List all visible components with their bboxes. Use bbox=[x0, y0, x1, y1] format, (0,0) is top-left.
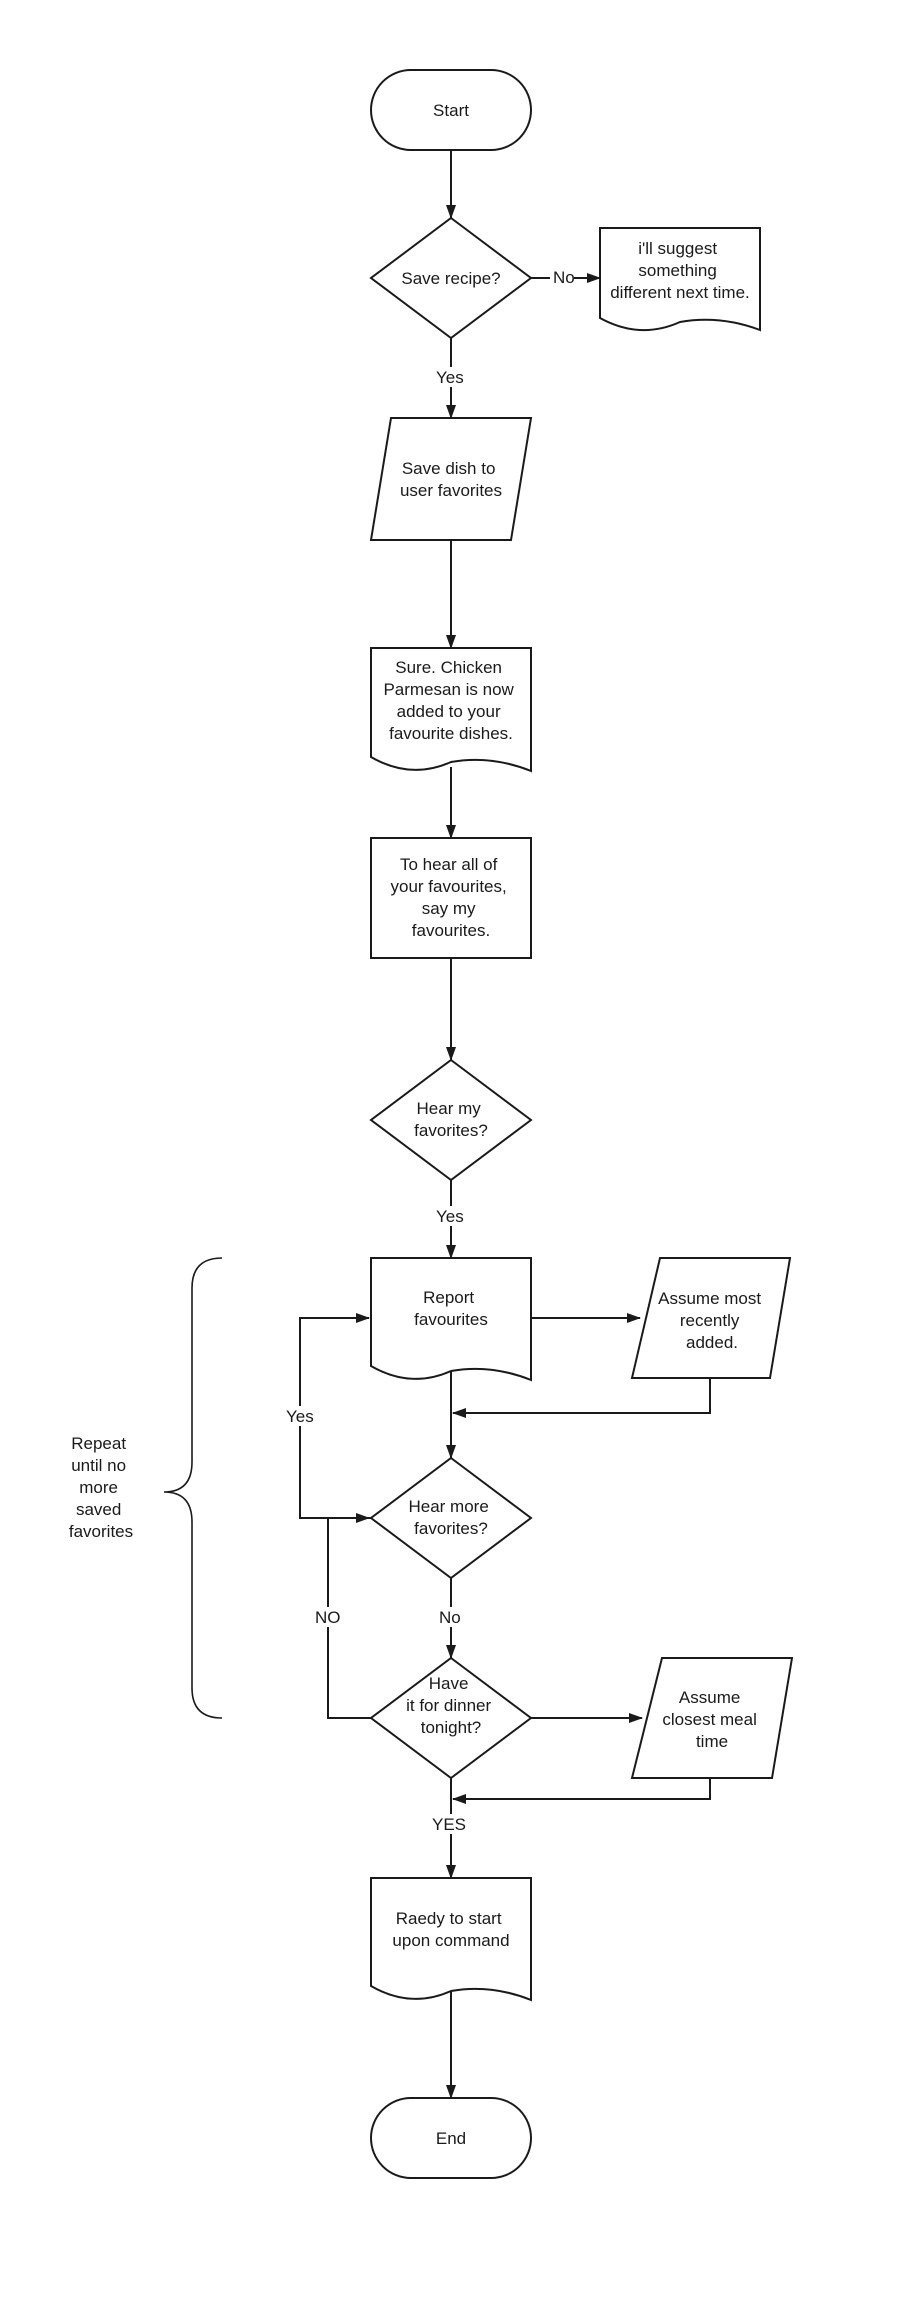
ready-text: Raedy to start upon command bbox=[392, 1909, 509, 1950]
have-dinner-decision: Have it for dinner tonight? bbox=[369, 1656, 533, 1780]
hear-my-favorites-text: Hear my favorites? bbox=[414, 1099, 488, 1140]
to-hear-all-text: To hear all of your favourites, say my f… bbox=[391, 855, 512, 940]
assume-closest-text: Assume closest meal time bbox=[662, 1688, 761, 1751]
hear-more-favorites-decision: Hear more favorites? bbox=[369, 1456, 533, 1580]
edge-recent-return bbox=[452, 1378, 711, 1418]
have-dinner-text: Have it for dinner tonight? bbox=[406, 1674, 496, 1737]
start-terminator: Start bbox=[370, 69, 532, 151]
to-hear-all-process: To hear all of your favourites, say my f… bbox=[370, 837, 532, 959]
repeat-brace bbox=[163, 1257, 223, 1719]
edge-closest-return bbox=[452, 1778, 711, 1804]
suggest-different-text: i'll suggest something different next ti… bbox=[610, 239, 750, 302]
report-favourites-document: Report favourites bbox=[370, 1257, 532, 1382]
edge-label-yes-loop: Yes bbox=[286, 1407, 314, 1426]
assume-closest-data: Assume closest meal time bbox=[630, 1657, 794, 1779]
start-label: Start bbox=[433, 101, 469, 120]
edge-labels: No Yes Yes Yes No NO YES bbox=[284, 267, 575, 1834]
edge-label-no-dinner: NO bbox=[315, 1608, 341, 1627]
end-terminator: End bbox=[370, 2097, 532, 2179]
sure-chicken-text: Sure. Chicken Parmesan is now added to y… bbox=[383, 658, 518, 743]
save-dish-text: Save dish to user favorites bbox=[400, 459, 502, 500]
suggest-different-document: i'll suggest something different next ti… bbox=[599, 227, 761, 332]
edge-label-yes-dinner: YES bbox=[432, 1815, 466, 1834]
edge-label-no1: No bbox=[553, 268, 575, 287]
save-dish-data: Save dish to user favorites bbox=[369, 417, 533, 541]
repeat-brace-label: Repeat until no more saved favorites bbox=[69, 1434, 133, 1541]
save-recipe-decision: Save recipe? bbox=[369, 216, 533, 340]
hear-more-favorites-text: Hear more favorites? bbox=[408, 1497, 493, 1538]
save-recipe-label: Save recipe? bbox=[401, 269, 500, 288]
assume-recent-data: Assume most recently added. bbox=[630, 1257, 792, 1379]
hear-my-favorites-decision: Hear my favorites? bbox=[369, 1058, 533, 1182]
edge-label-no-more: No bbox=[439, 1608, 461, 1627]
ready-document: Raedy to start upon command bbox=[370, 1877, 532, 2002]
end-label: End bbox=[436, 2129, 466, 2148]
edge-label-yes2: Yes bbox=[436, 1207, 464, 1226]
edge-label-yes1: Yes bbox=[436, 368, 464, 387]
report-favourites-text: Report favourites bbox=[414, 1288, 488, 1329]
sure-chicken-document: Sure. Chicken Parmesan is now added to y… bbox=[370, 647, 532, 773]
assume-recent-text: Assume most recently added. bbox=[658, 1289, 766, 1352]
